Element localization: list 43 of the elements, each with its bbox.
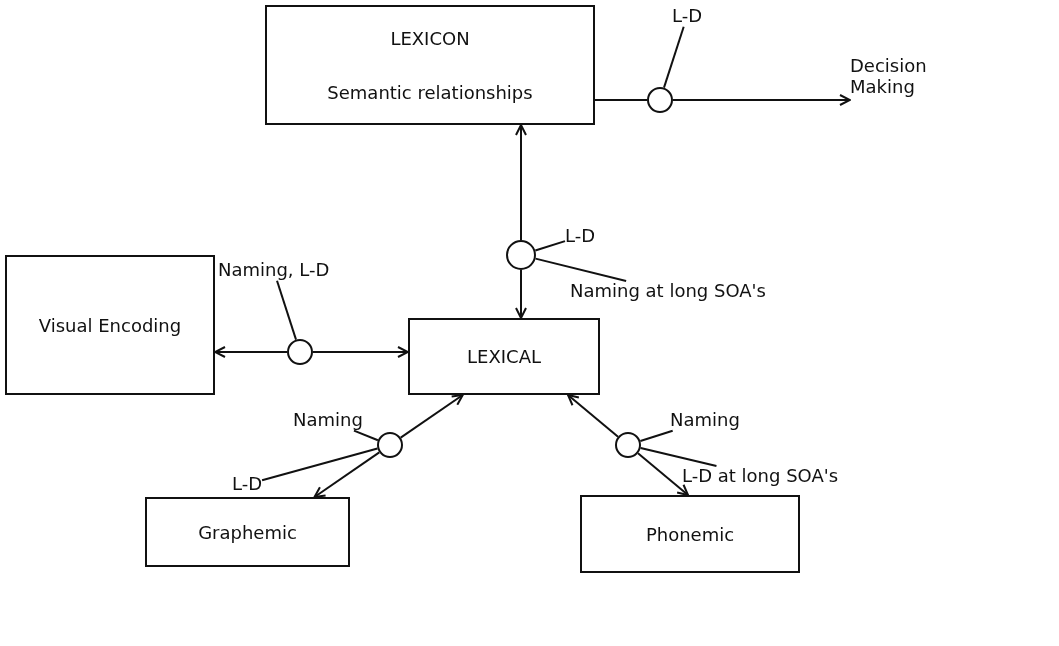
process-box: [408, 318, 600, 395]
junction-circle: [506, 240, 536, 270]
connector-line: [639, 429, 674, 443]
arrow: [399, 394, 464, 439]
box-label: Graphemic: [198, 521, 297, 543]
box-label: Phonemic: [645, 523, 735, 545]
process-box: [145, 497, 350, 567]
annotation-label: Naming at long SOA's: [570, 281, 766, 302]
connector-line: [352, 429, 379, 442]
box-label: Visual Encoding: [38, 314, 182, 336]
junction-circle: [647, 87, 673, 113]
connector-line: [534, 257, 628, 282]
connector-line: [639, 447, 718, 467]
junction-circle: [615, 432, 641, 458]
arrow: [567, 394, 619, 438]
arrow: [313, 451, 381, 498]
arrow: [515, 269, 527, 319]
arrow: [672, 94, 851, 106]
connector-line: [276, 279, 297, 341]
box-label: LEXICAL: [467, 346, 541, 367]
annotation-label: Decision Making: [850, 56, 960, 98]
annotation-label: L-D: [672, 6, 703, 27]
arrow: [214, 346, 288, 358]
annotation-label: Naming: [293, 410, 363, 431]
arrow: [515, 124, 527, 241]
annotation-label: L-D at long SOA's: [682, 466, 839, 487]
annotation-label: L-D: [565, 226, 596, 247]
annotation-label: Naming, L-D: [218, 260, 330, 281]
arrow: [312, 346, 409, 358]
process-box: [580, 495, 800, 573]
arrow: [637, 452, 689, 496]
box-heading: LEXICON: [390, 27, 470, 49]
connector-line: [534, 240, 566, 252]
annotation-label: Naming: [670, 410, 740, 431]
process-box: [265, 5, 595, 125]
annotation-label: L-D: [232, 474, 263, 495]
box-label: Semantic relationships: [327, 81, 533, 103]
junction-circle: [377, 432, 403, 458]
process-box: [5, 255, 215, 395]
connector-line: [594, 99, 648, 101]
junction-circle: [287, 339, 313, 365]
connector-line: [261, 447, 379, 482]
connector-line: [663, 25, 685, 89]
